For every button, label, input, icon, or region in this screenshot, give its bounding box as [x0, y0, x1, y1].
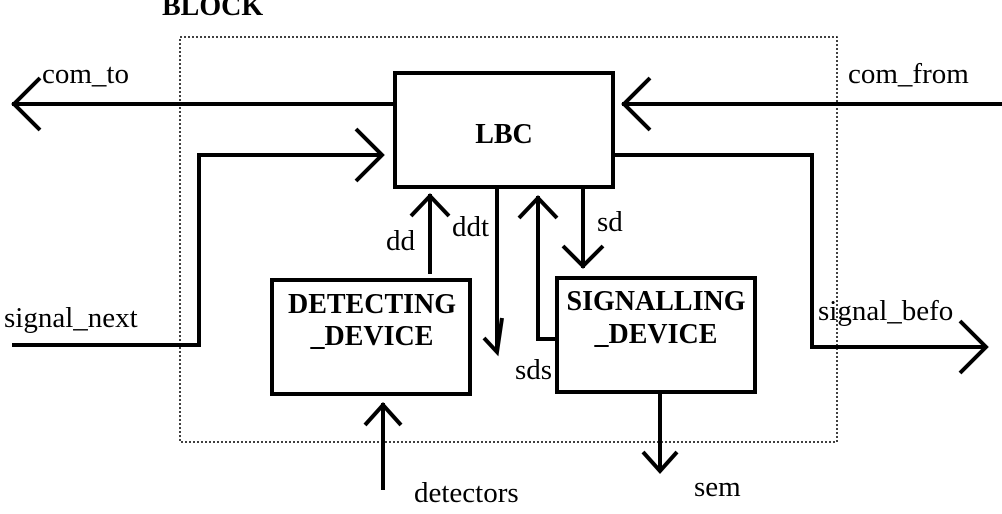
signal-next-label: signal_next — [4, 302, 138, 334]
block-title: BLOCK — [162, 0, 263, 22]
com-from-label: com_from — [848, 58, 969, 90]
signalling-device-label-2: _DEVICE — [594, 319, 718, 350]
lbc-box: LBC — [393, 71, 615, 189]
sd-label: sd — [597, 206, 623, 238]
detecting-device-label-1: DETECTING — [288, 289, 456, 320]
sem-label: sem — [694, 471, 741, 503]
detectors-arrow — [363, 402, 403, 490]
detecting-device-label-2: _DEVICE — [310, 321, 434, 352]
dd-label: dd — [386, 225, 416, 257]
ddt-arrow — [482, 185, 504, 357]
com-to-arrow — [11, 76, 397, 132]
com-to-label: com_to — [42, 58, 129, 90]
block-frame — [179, 36, 838, 443]
signalling-device-box: SIGNALLING _DEVICE — [555, 276, 757, 394]
signal-befo-label: signal_befo — [818, 295, 953, 327]
signal-next-arrow — [12, 127, 385, 347]
sem-arrow — [641, 390, 679, 474]
ddt-label: ddt — [452, 211, 489, 243]
sds-arrow — [517, 195, 559, 341]
signal-befo-arrow — [611, 153, 989, 375]
sds-label: sds — [515, 354, 552, 386]
dd-arrow — [409, 193, 451, 274]
lbc-label: LBC — [475, 119, 533, 150]
detecting-device-box: DETECTING _DEVICE — [270, 278, 472, 396]
detectors-label: detectors — [414, 477, 519, 509]
signalling-device-label-1: SIGNALLING — [567, 286, 746, 317]
com-from-arrow — [621, 76, 1002, 132]
sd-arrow — [561, 185, 605, 269]
